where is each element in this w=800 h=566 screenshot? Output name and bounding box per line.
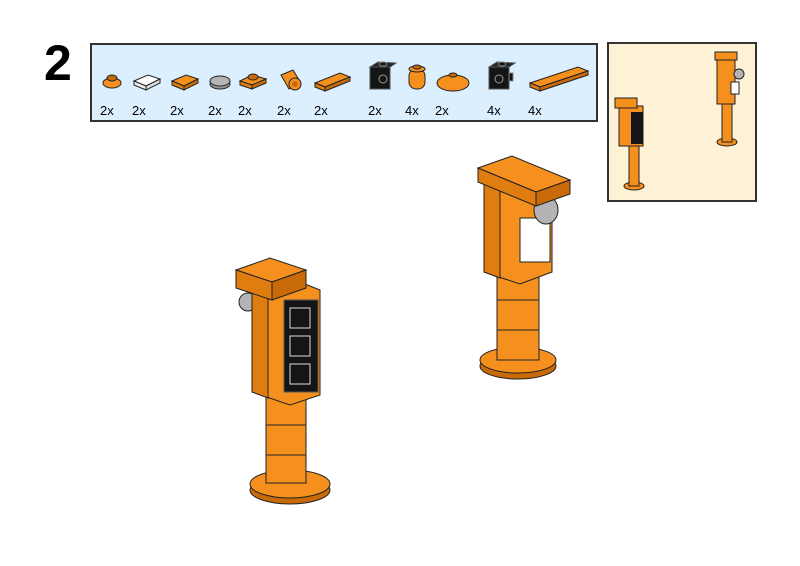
part-round-brick-stud: 4x: [405, 53, 445, 118]
part-qty: 2x: [314, 103, 328, 118]
orange-plate-icon: [238, 73, 268, 90]
part-qty: 2x: [277, 103, 291, 118]
brick-studs-sides-icon: [487, 61, 517, 90]
part-qty: 2x: [368, 103, 382, 118]
technic-brick-icon: [368, 61, 398, 90]
assembly-preview: [607, 42, 757, 202]
grey-round-tile-icon: [209, 75, 231, 90]
part-qty: 2x: [170, 103, 184, 118]
model-left-traffic-signal: [234, 257, 331, 505]
round-brick-stud-icon: [408, 64, 426, 90]
part-qty: 4x: [487, 103, 501, 118]
parts-list: 2x 2x 2x 2x 2x 2x 2x 2x 4x 2x 4x 4x: [90, 43, 598, 122]
part-qty: 2x: [238, 103, 252, 118]
white-tile-icon: [132, 74, 162, 91]
part-orange-plate: 2x: [238, 53, 278, 118]
part-qty: 2x: [208, 103, 222, 118]
orange-tile-1x2-icon: [314, 72, 352, 92]
orange-tile-1x4-icon: [528, 66, 590, 92]
part-brick-studs-sides: 4x: [487, 53, 527, 118]
part-qty: 4x: [405, 103, 419, 118]
orange-tile-icon: [170, 74, 200, 91]
part-orange-tile: 2x: [170, 53, 210, 118]
part-round-brick: 2x: [277, 53, 317, 118]
part-qty: 2x: [100, 103, 114, 118]
part-round-plate: 2x: [100, 53, 140, 118]
part-orange-tile-1x2: 2x: [314, 53, 354, 118]
part-qty: 4x: [528, 103, 542, 118]
model-right-traffic-signal: [476, 155, 572, 380]
round-brick-icon: [280, 69, 302, 91]
round-plate-icon: [102, 74, 122, 89]
part-qty: 2x: [435, 103, 449, 118]
part-white-tile: 2x: [132, 53, 172, 118]
part-orange-tile-1x4: 4x: [528, 53, 592, 118]
part-grey-round-tile: 2x: [208, 53, 248, 118]
part-technic-brick: 2x: [368, 53, 408, 118]
preview-model-small-right: [714, 51, 745, 147]
preview-model-small-left: [614, 97, 645, 191]
dish-icon: [436, 72, 470, 92]
preview-models-illustration: [614, 51, 745, 191]
step-number: 2: [44, 35, 72, 91]
part-qty: 2x: [132, 103, 146, 118]
part-dish: 2x: [435, 53, 475, 118]
